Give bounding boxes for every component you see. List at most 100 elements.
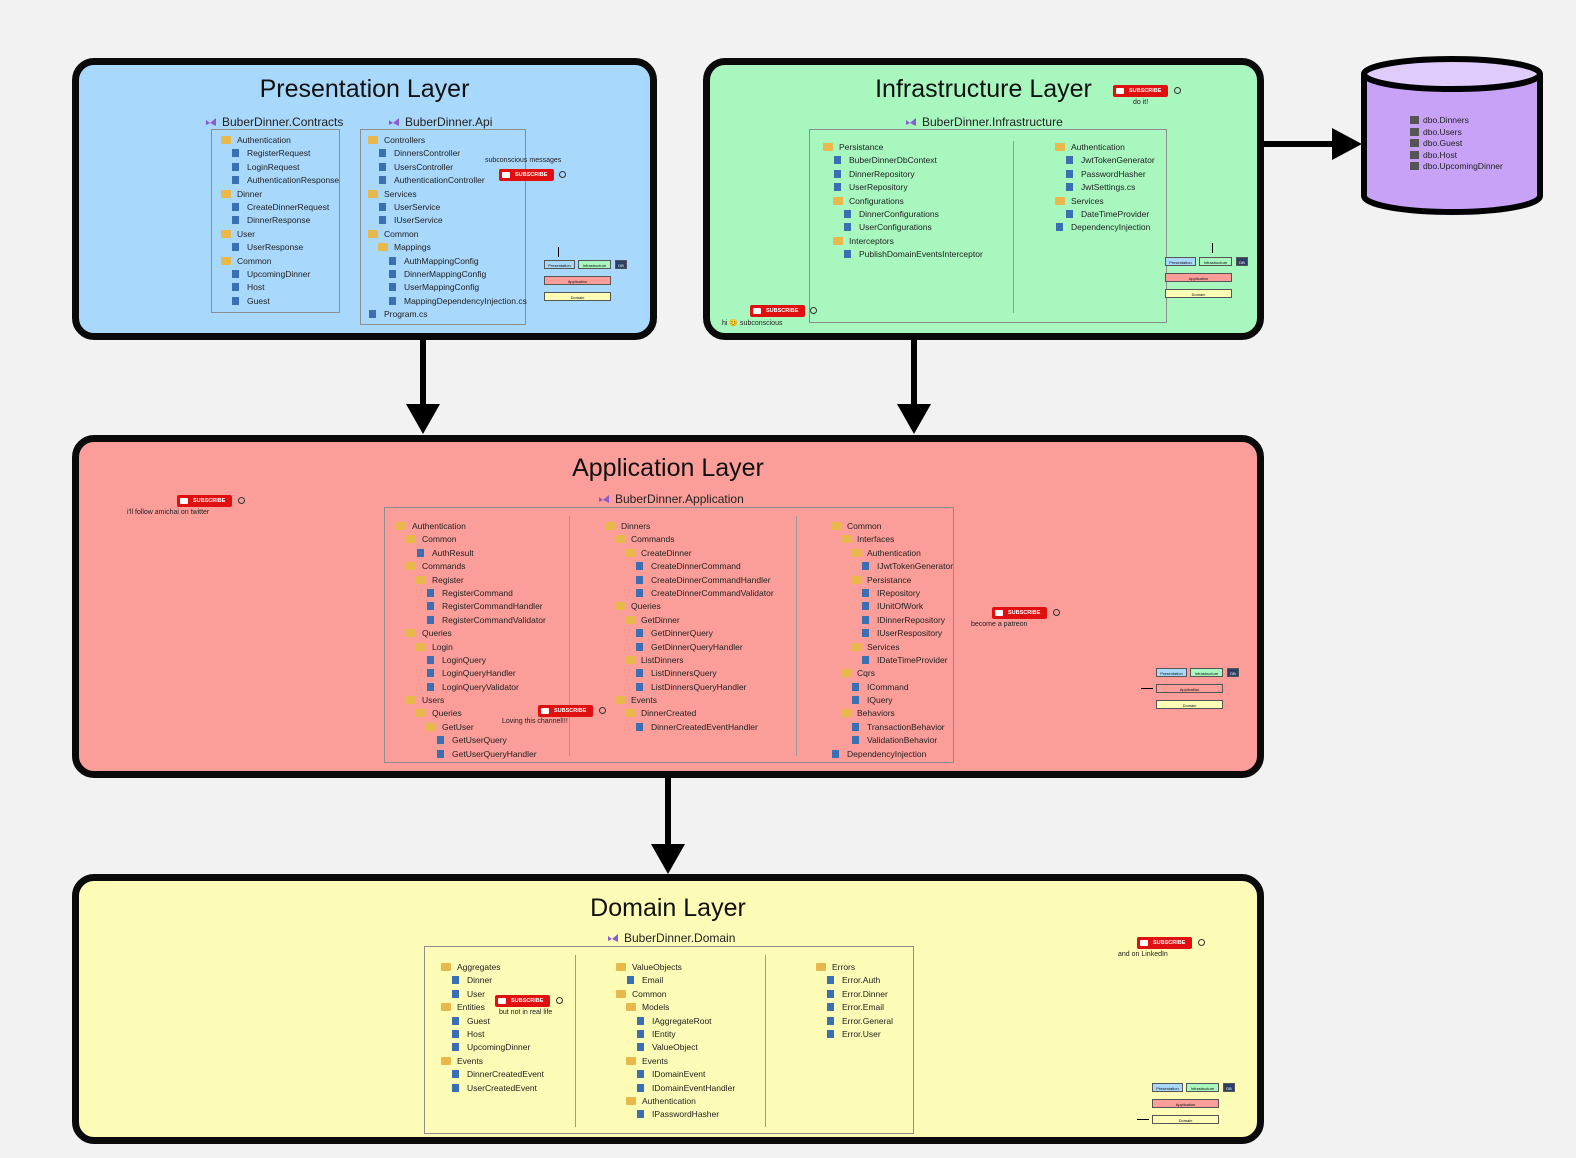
tree-folder[interactable]: Services [1055,195,1155,208]
tree-folder[interactable]: Queries [605,600,774,613]
tree-folder[interactable]: Services [368,188,527,201]
tree-file[interactable]: UpcomingDinner [441,1041,544,1054]
tree-file[interactable]: UserResponse [221,241,339,254]
tree-file[interactable]: RegisterCommandValidator [396,614,546,627]
tree-file[interactable]: Guest [441,1015,544,1028]
tree-file[interactable]: GetDinnerQueryHandler [605,641,774,654]
tree-folder[interactable]: Events [441,1055,544,1068]
bell-icon[interactable] [1053,609,1060,616]
tree-folder[interactable]: Controllers [368,134,527,147]
tree-file[interactable]: GetUserQueryHandler [396,748,546,761]
tree-file[interactable]: IRepository [831,587,953,600]
tree-file[interactable]: Error.User [816,1028,893,1041]
tree-folder[interactable]: Register [396,574,546,587]
tree-file[interactable]: IDinnerRepository [831,614,953,627]
tree-folder[interactable]: Dinners [605,520,774,533]
tree-file[interactable]: CreateDinnerCommandValidator [605,587,774,600]
tree-file[interactable]: UserService [368,201,527,214]
tree-folder[interactable]: Common [616,988,735,1001]
tree-file[interactable]: ListDinnersQuery [605,667,774,680]
tree-file[interactable]: JwtTokenGenerator [1055,154,1155,167]
tree-folder[interactable]: Mappings [368,241,527,254]
tree-file[interactable]: IDomainEvent [616,1068,735,1081]
bell-icon[interactable] [1198,939,1205,946]
tree-file[interactable]: UserCreatedEvent [441,1082,544,1095]
tree-file[interactable]: IUnitOfWork [831,600,953,613]
tree-folder[interactable]: User [221,228,339,241]
tree-file[interactable]: RegisterCommand [396,587,546,600]
tree-folder[interactable]: Interceptors [823,235,983,248]
tree-folder[interactable]: Common [396,533,546,546]
tree-folder[interactable]: Queries [396,707,546,720]
tree-file[interactable]: MappingDependencyInjection.cs [368,295,527,308]
tree-folder[interactable]: ValueObjects [616,961,735,974]
tree-folder[interactable]: Entities [441,1001,544,1014]
tree-file[interactable]: DinnerRepository [823,168,983,181]
tree-folder[interactable]: Configurations [823,195,983,208]
tree-file[interactable]: IAggregateRoot [616,1015,735,1028]
tree-folder[interactable]: Dinner [221,188,339,201]
tree-folder[interactable]: Models [616,1001,735,1014]
db-table[interactable]: dbo.UpcomingDinner [1410,161,1503,173]
tree-file[interactable]: JwtSettings.cs [1055,181,1155,194]
tree-file[interactable]: IUserService [368,214,527,227]
tree-file[interactable]: IEntity [616,1028,735,1041]
bell-icon[interactable] [1174,87,1181,94]
subscribe-button[interactable]: SUBSCRIBE [750,305,805,317]
tree-file[interactable]: DinnerResponse [221,214,339,227]
tree-folder[interactable]: Login [396,641,546,654]
tree-folder[interactable]: Aggregates [441,961,544,974]
tree-folder[interactable]: Common [831,520,953,533]
tree-folder[interactable]: Common [368,228,527,241]
tree-file[interactable]: Host [221,281,339,294]
subscribe-button[interactable]: SUBSCRIBE [177,495,232,507]
tree-folder[interactable]: Errors [816,961,893,974]
tree-file[interactable]: UserRepository [823,181,983,194]
tree-file[interactable]: ValueObject [616,1041,735,1054]
tree-file[interactable]: UsersController [368,161,527,174]
subscribe-button[interactable]: SUBSCRIBE [499,169,554,181]
tree-file[interactable]: ICommand [831,681,953,694]
tree-file[interactable]: PublishDomainEventsInterceptor [823,248,983,261]
tree-folder[interactable]: Cqrs [831,667,953,680]
subscribe-button[interactable]: SUBSCRIBE [1137,937,1192,949]
tree-file[interactable]: LoginQueryValidator [396,681,546,694]
subscribe-button[interactable]: SUBSCRIBE [992,607,1047,619]
tree-folder[interactable]: DinnerCreated [605,707,774,720]
tree-file[interactable]: Error.Auth [816,974,893,987]
tree-file[interactable]: IPasswordHasher [616,1108,735,1121]
bell-icon[interactable] [559,171,566,178]
tree-file[interactable]: DinnerMappingConfig [368,268,527,281]
tree-file[interactable]: CreateDinnerRequest [221,201,339,214]
tree-folder[interactable]: Authentication [396,520,546,533]
tree-file[interactable]: LoginQueryHandler [396,667,546,680]
tree-file[interactable]: Guest [221,295,339,308]
tree-folder[interactable]: Queries [396,627,546,640]
subscribe-button[interactable]: SUBSCRIBE [1113,85,1168,97]
tree-file[interactable]: GetDinnerQuery [605,627,774,640]
db-table[interactable]: dbo.Host [1410,150,1503,162]
tree-folder[interactable]: Events [605,694,774,707]
db-table[interactable]: dbo.Dinners [1410,115,1503,127]
tree-file[interactable]: IQuery [831,694,953,707]
tree-file[interactable]: Error.Dinner [816,988,893,1001]
tree-file[interactable]: ListDinnersQueryHandler [605,681,774,694]
tree-file[interactable]: AuthMappingConfig [368,255,527,268]
tree-file[interactable]: Dinner [441,974,544,987]
tree-file[interactable]: CreateDinnerCommand [605,560,774,573]
tree-folder[interactable]: GetDinner [605,614,774,627]
tree-file[interactable]: UserMappingConfig [368,281,527,294]
bell-icon[interactable] [556,997,563,1004]
tree-file[interactable]: RegisterRequest [221,147,339,160]
tree-folder[interactable]: Authentication [831,547,953,560]
tree-file[interactable]: GetUserQuery [396,734,546,747]
tree-file[interactable]: AuthenticationController [368,174,527,187]
tree-file[interactable]: IJwtTokenGenerator [831,560,953,573]
tree-file[interactable]: Program.cs [368,308,527,321]
tree-file[interactable]: DinnerCreatedEvent [441,1068,544,1081]
subscribe-button[interactable]: SUBSCRIBE [538,705,593,717]
tree-file[interactable]: User [441,988,544,1001]
tree-file[interactable]: IDomainEventHandler [616,1082,735,1095]
tree-file[interactable]: DinnerCreatedEventHandler [605,721,774,734]
tree-file[interactable]: Error.Email [816,1001,893,1014]
